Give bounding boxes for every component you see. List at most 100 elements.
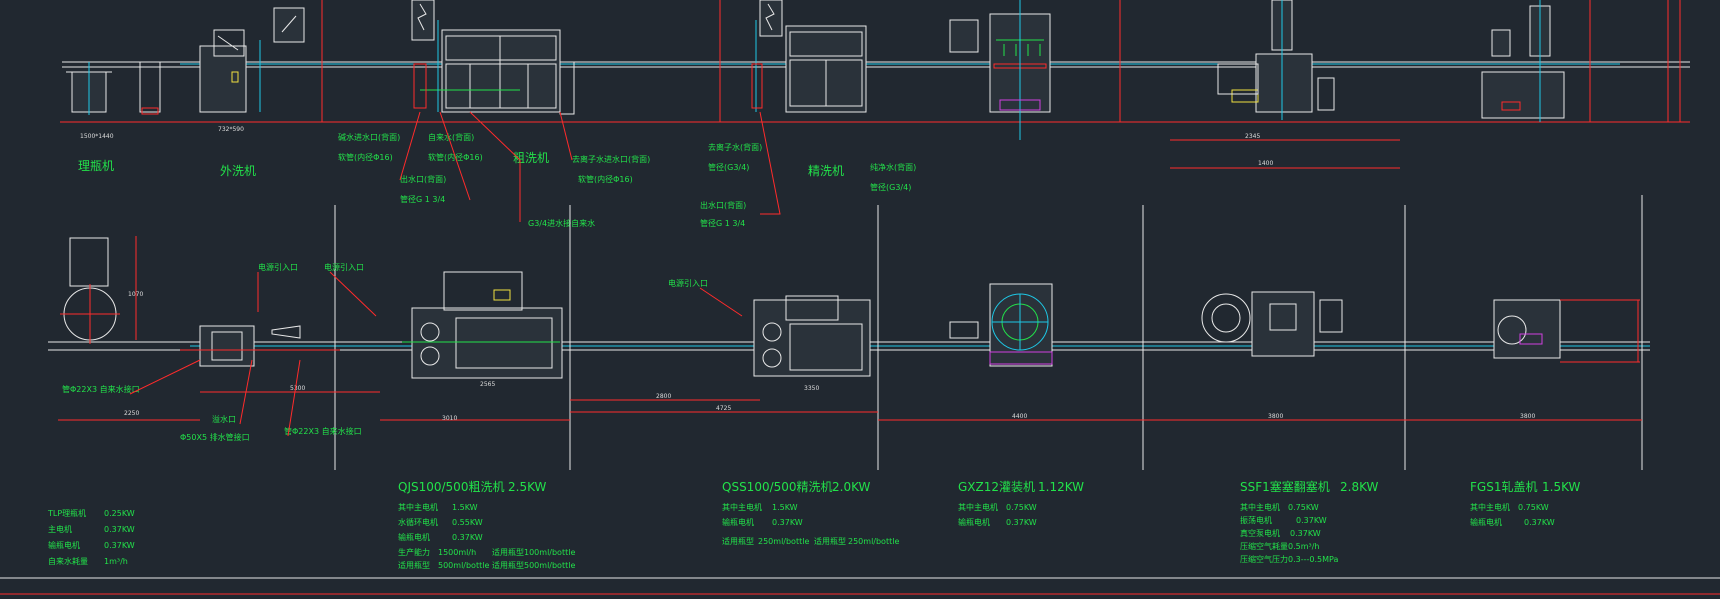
spec-gxz-power: 1.12KW bbox=[1038, 480, 1084, 494]
note-pipe-a: 管径G 1 3/4 bbox=[400, 194, 445, 204]
note-tap-water: 自来水(背面) bbox=[428, 132, 474, 142]
spec-ssf-v2: 0.37KW bbox=[1290, 529, 1321, 538]
dim-sorter-h: 1070 bbox=[128, 291, 143, 298]
spec-qjs-k4b: 适用瓶型 bbox=[492, 560, 524, 570]
spec-left-k-3: 自来水耗量 bbox=[48, 556, 88, 566]
spec-fgs-v1: 0.37KW bbox=[1524, 518, 1555, 527]
note-pipe-22b: 管Φ22X3 自来水接口 bbox=[284, 426, 362, 436]
spec-ssf-v0: 0.75KW bbox=[1288, 503, 1319, 512]
spec-qjs-v4: 500ml/bottle bbox=[438, 561, 489, 570]
note-pipe-22a: 管Φ22X3 自来水接口 bbox=[62, 384, 140, 394]
spec-qjs-k0: 其中主电机 bbox=[398, 502, 438, 512]
filler-plan bbox=[949, 283, 1053, 367]
note-power-inlet-a: 电源引入口 bbox=[258, 262, 298, 272]
spec-qjs-v0: 1.5KW bbox=[452, 503, 478, 512]
note-power-inlet-c: 电源引入口 bbox=[668, 278, 708, 288]
label-bottle-sorter: 理瓶机 bbox=[78, 159, 114, 173]
note-pipe-g34-a: 管径(G3/4) bbox=[708, 162, 749, 172]
spec-gxz-v0: 0.75KW bbox=[1006, 503, 1037, 512]
label-exterior-washer: 外洗机 bbox=[220, 164, 256, 178]
capper-elevation bbox=[1481, 0, 1565, 122]
spec-ssf-k4: 压缩空气压力 bbox=[1240, 554, 1288, 564]
dim-3800-b: 3800 bbox=[1520, 413, 1535, 420]
spec-ssf-k3: 压缩空气耗量 bbox=[1240, 541, 1288, 551]
spec-gxz-k1: 输瓶电机 bbox=[958, 517, 990, 527]
spec-gxz: GXZ12灌装机 1.12KW 其中主电机 0.75KW 输瓶电机 0.37KW bbox=[958, 480, 1084, 527]
exterior-washer-elevation bbox=[199, 7, 305, 113]
dim-stopper-total: 1400 bbox=[1258, 160, 1273, 167]
bottom-annotations: 电源引入口 电源引入口 电源引入口 管Φ22X3 自来水接口 溢水口 Φ50X5… bbox=[62, 262, 1535, 442]
note-drain-pipe: Φ50X5 排水管接口 bbox=[180, 432, 250, 442]
spec-gxz-title: GXZ12灌装机 bbox=[958, 480, 1035, 494]
bottle-sorter-elevation bbox=[66, 61, 161, 115]
note-outlet-a: 出水口(背面) bbox=[400, 174, 446, 184]
spec-ssf-power: 2.8KW bbox=[1340, 480, 1379, 494]
spec-fgs-k1: 输瓶电机 bbox=[1470, 517, 1502, 527]
bottle-sorter-plan bbox=[60, 236, 137, 344]
spec-qjs-k4: 适用瓶型 bbox=[398, 560, 430, 570]
note-pipe-g34-b: 管径(G3/4) bbox=[870, 182, 911, 192]
note-hose-a: 软管(内径Φ16) bbox=[338, 152, 393, 162]
spec-fgs-power: 1.5KW bbox=[1542, 480, 1581, 494]
spec-fgs-k0: 其中主电机 bbox=[1470, 502, 1510, 512]
spec-fgs: FGS1轧盖机 1.5KW 其中主电机 0.75KW 输瓶电机 0.37KW bbox=[1470, 480, 1581, 527]
spec-qss-v2: 250ml/bottle bbox=[758, 537, 809, 546]
exterior-washer-plan bbox=[180, 325, 340, 367]
spec-qjs-power: 2.5KW bbox=[508, 480, 547, 494]
dim-5300: 5300 bbox=[290, 385, 305, 392]
spec-qjs-k3: 生产能力 bbox=[398, 547, 430, 557]
filler-elevation bbox=[949, 0, 1051, 140]
top-elevation-view bbox=[60, 0, 1690, 169]
rough-washer-plan bbox=[402, 271, 563, 379]
spec-qjs-v3: 1500ml/h bbox=[438, 548, 476, 557]
spec-left-v-0: 0.25KW bbox=[104, 509, 135, 518]
dim-2250: 2250 bbox=[124, 410, 139, 417]
dim-sorter: 1500*1440 bbox=[80, 133, 114, 140]
spec-qjs-k3b: 适用瓶型 bbox=[492, 547, 524, 557]
spec-gxz-v1: 0.37KW bbox=[1006, 518, 1037, 527]
dim-stopper: 2345 bbox=[1245, 133, 1260, 140]
note-pure-water: 纯净水(背面) bbox=[870, 162, 916, 172]
spec-qjs-v4b: 500ml/bottle bbox=[524, 561, 575, 570]
spec-left-k-2: 输瓶电机 bbox=[48, 540, 80, 550]
spec-qss-power: 2.0KW bbox=[832, 480, 871, 494]
rough-washer-elevation bbox=[411, 0, 575, 115]
dim-2565: 2565 bbox=[480, 381, 495, 388]
spec-left-k-0: TLP理瓶机 bbox=[47, 508, 86, 518]
spec-qss-v1: 0.37KW bbox=[772, 518, 803, 527]
spec-qjs-v3b: 100ml/bottle bbox=[524, 548, 575, 557]
spec-ssf-v1: 0.37KW bbox=[1296, 516, 1327, 525]
spec-qss-k2b: 适用瓶型 bbox=[814, 536, 846, 546]
note-g34-inlet: G3/4进水接自来水 bbox=[528, 218, 595, 228]
top-vertical-dims bbox=[321, 0, 1681, 169]
note-pipe-b: 管径G 1 3/4 bbox=[700, 218, 745, 228]
spec-qss-k0: 其中主电机 bbox=[722, 502, 762, 512]
spec-qss-k2: 适用瓶型 bbox=[722, 536, 754, 546]
spec-ssf-v4: 0.3---0.5MPa bbox=[1288, 555, 1338, 564]
spec-ssf-title: SSF1塞塞翻塞机 bbox=[1240, 479, 1330, 494]
label-fine-washer: 精洗机 bbox=[808, 164, 844, 178]
spec-qss-title: QSS100/500精洗机 bbox=[722, 480, 833, 494]
stopper-machine-elevation bbox=[1217, 0, 1335, 120]
top-annotations: 碱水进水口(背面) 自来水(背面) 软管(内径Φ16) 软管(内径Φ16) 出水… bbox=[80, 111, 1273, 228]
spec-ssf-k1: 振荡电机 bbox=[1240, 515, 1272, 525]
label-rough-washer: 粗洗机 bbox=[513, 151, 549, 165]
dim-exterior: 732*590 bbox=[218, 126, 244, 133]
spec-ssf-k2: 真空泵电机 bbox=[1240, 528, 1280, 538]
dim-3350: 3350 bbox=[804, 385, 819, 392]
spec-qjs-k1: 水循环电机 bbox=[398, 517, 438, 527]
dim-4725: 4725 bbox=[716, 405, 731, 412]
spec-qjs-v1: 0.55KW bbox=[452, 518, 483, 527]
note-power-inlet-b: 电源引入口 bbox=[324, 262, 364, 272]
spec-qss: QSS100/500精洗机 2.0KW 其中主电机 1.5KW 输瓶电机 0.3… bbox=[722, 480, 899, 546]
note-deion-inlet: 去离子水进水口(背面) bbox=[572, 154, 650, 164]
note-outlet-b: 出水口(背面) bbox=[700, 200, 746, 210]
capper-plan bbox=[1493, 299, 1640, 363]
spec-qss-v2b: 250ml/bottle bbox=[848, 537, 899, 546]
spec-left: TLP理瓶机 0.25KW 主电机 0.37KW 输瓶电机 0.37KW 自来水… bbox=[47, 508, 135, 566]
dim-3800-a: 3800 bbox=[1268, 413, 1283, 420]
spec-fgs-title: FGS1轧盖机 bbox=[1470, 480, 1537, 494]
spec-qjs-v2: 0.37KW bbox=[452, 533, 483, 542]
stopper-machine-plan bbox=[1201, 291, 1343, 357]
